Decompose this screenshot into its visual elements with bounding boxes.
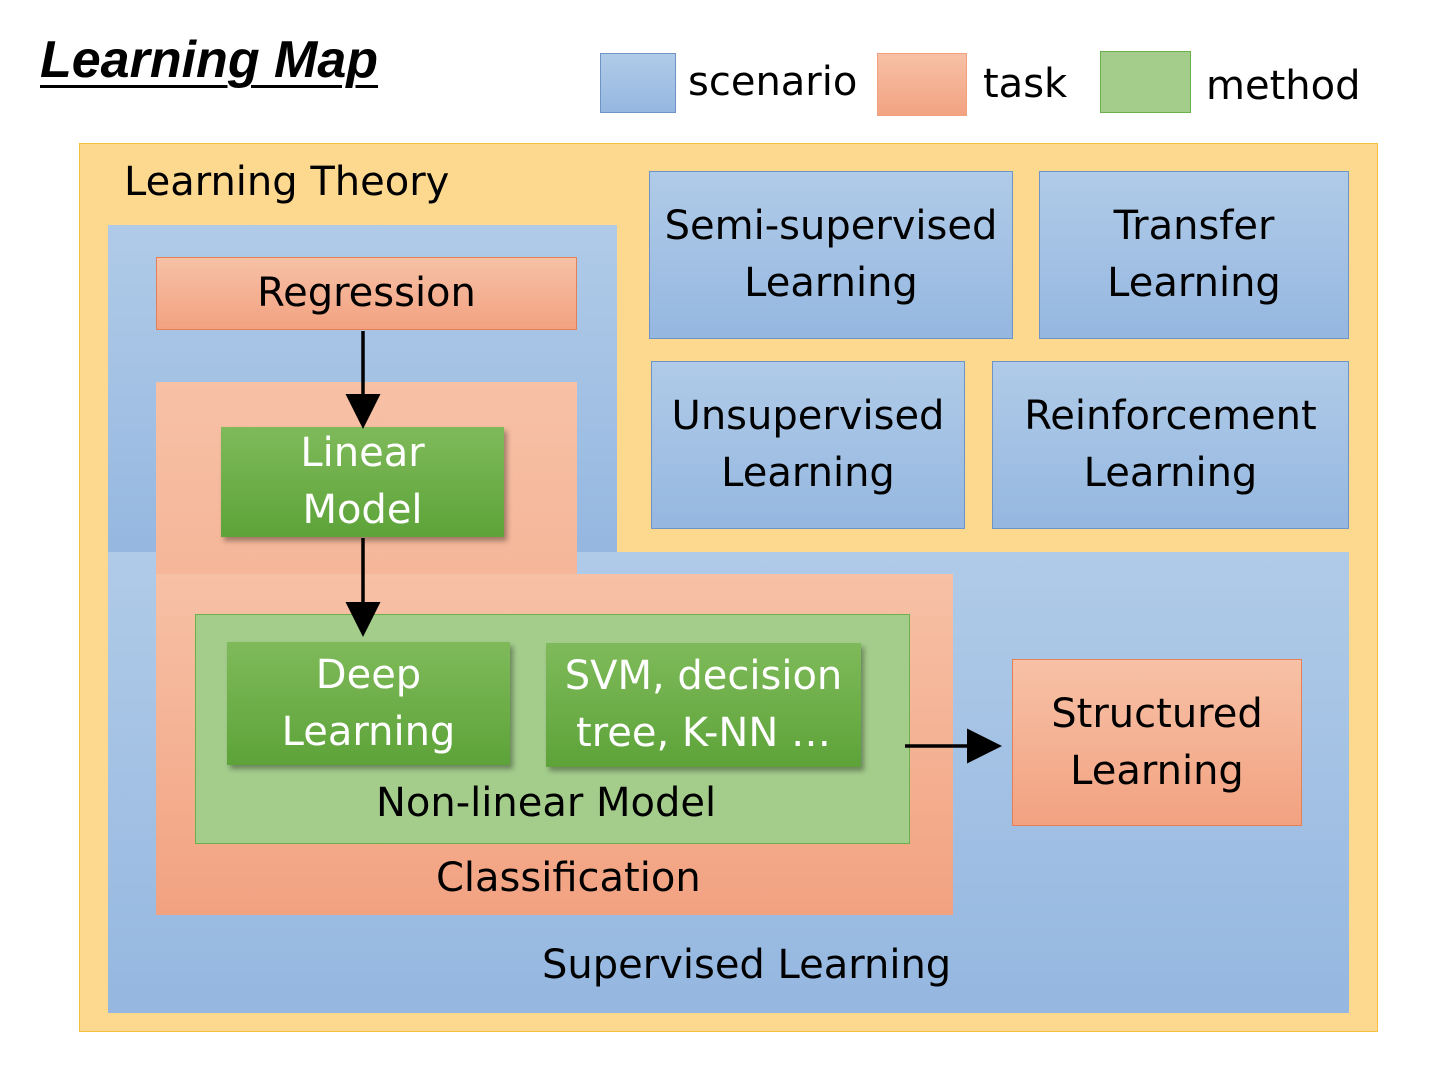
supervised-learning-label: Supervised Learning [542, 942, 952, 988]
unsupervised-learning-box: Unsupervised Learning [651, 361, 965, 529]
nonlinear-model-label: Non-linear Model [376, 780, 717, 826]
learning-theory-label: Learning Theory [124, 159, 450, 205]
legend-task-swatch [877, 53, 967, 116]
legend-scenario-swatch [600, 53, 676, 113]
legend-method-swatch [1100, 51, 1191, 113]
linear-model-box: Linear Model [221, 427, 504, 537]
legend-scenario-label: scenario [688, 59, 858, 105]
reinforcement-learning-box: Reinforcement Learning [992, 361, 1349, 529]
svm-decision-tree-knn-box: SVM, decision tree, K-NN … [546, 643, 861, 767]
regression-box: Regression [156, 257, 577, 330]
deep-learning-box: Deep Learning [227, 642, 510, 765]
transfer-learning-box: Transfer Learning [1039, 171, 1349, 339]
page-title: Learning Map [40, 31, 379, 89]
legend-task-label: task [983, 61, 1068, 107]
semi-supervised-learning-box: Semi-supervised Learning [649, 171, 1013, 339]
legend-method-label: method [1206, 63, 1361, 109]
structured-learning-box: Structured Learning [1012, 659, 1302, 826]
classification-label: Classification [436, 855, 701, 901]
